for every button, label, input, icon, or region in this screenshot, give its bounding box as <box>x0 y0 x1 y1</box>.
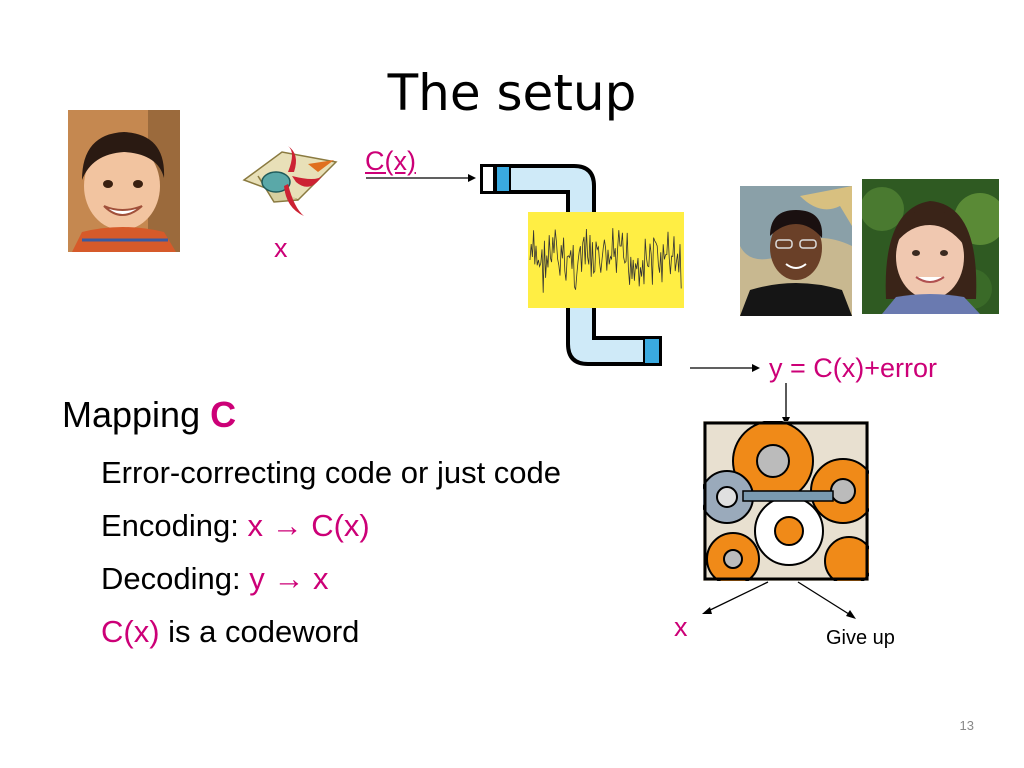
sub-bullet-codeword-text: is a codeword <box>159 614 360 649</box>
message-scroll-icon <box>242 146 338 216</box>
message-x-label: x <box>274 233 288 263</box>
sub-bullet-code-text: Error-correcting code or just code <box>101 455 562 490</box>
decoded-x-label: x <box>674 612 688 642</box>
sub-bullet-decoding-emph: y → x <box>249 561 329 596</box>
decoder-gears-icon <box>703 421 869 581</box>
sub-bullet-encoding-text: Encoding: <box>101 508 248 543</box>
received-label: y = C(x)+error <box>769 353 938 383</box>
bullet-mapping-text: Mapping <box>62 394 211 435</box>
sender-child-photo <box>68 110 180 252</box>
receiver-man-photo <box>740 186 852 316</box>
bullet-mapping-emph: C <box>210 394 237 435</box>
decoder-output-arrows <box>702 581 856 619</box>
bullet-mapping: Mapping C <box>62 394 236 436</box>
sub-bullet-codeword: C(x) is a codeword <box>101 614 359 650</box>
received-arrow <box>690 364 760 372</box>
sub-bullet-encoding: Encoding: x → C(x) <box>101 508 370 544</box>
sub-bullet-codeword-emph: C(x) <box>101 614 160 649</box>
sub-bullet-encoding-emph: x → C(x) <box>247 508 370 543</box>
sub-bullet-decoding: Decoding: y → x <box>101 561 328 597</box>
codeword-label: C(x) <box>365 146 416 176</box>
noise-waveform <box>528 212 684 308</box>
codeword-arrow <box>366 174 476 182</box>
give-up-label: Give up <box>826 627 895 649</box>
page-number: 13 <box>959 718 974 733</box>
channel-pipe <box>480 164 662 366</box>
sub-bullet-code: Error-correcting code or just code <box>101 455 561 491</box>
receiver-woman-photo <box>862 179 999 314</box>
sub-bullet-decoding-text: Decoding: <box>101 561 250 596</box>
slide-title: The setup <box>387 64 637 122</box>
